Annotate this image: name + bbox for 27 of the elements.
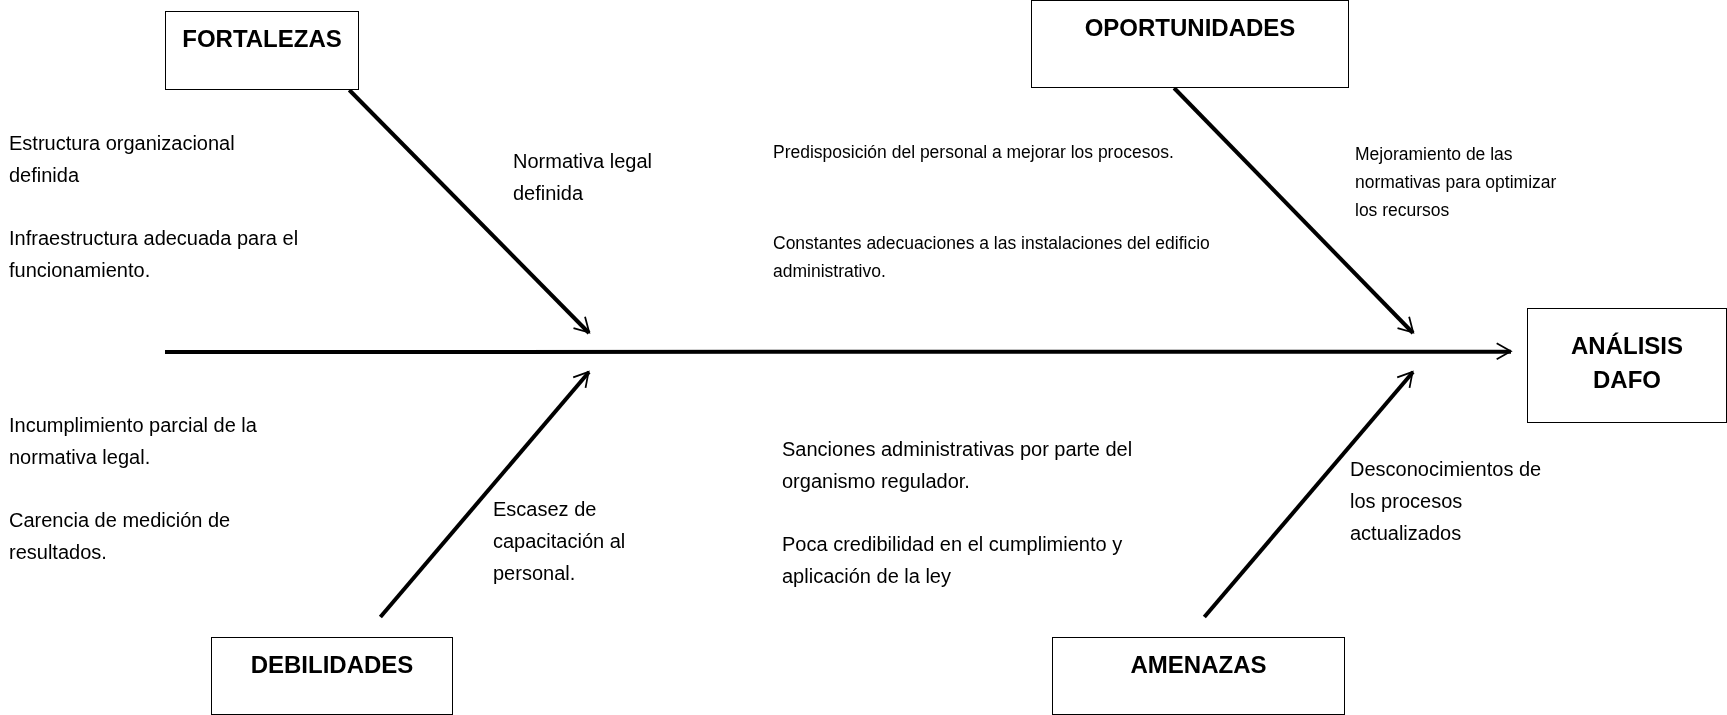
factor-text: Desconocimientos de los procesos actualizados [1350, 457, 1543, 546]
factor-text: Predisposición del personal a mejorar los procesos. [773, 141, 1175, 164]
factor-text: Carencia de medición de resultados. [9, 508, 232, 565]
factor-text: Mejoramiento de las normativas para optimizar los recursos [1355, 143, 1558, 222]
category-title: ANÁLISIS DAFO [1570, 331, 1684, 395]
category-title: DEBILIDADES [249, 650, 415, 680]
category-title: OPORTUNIDADES [1083, 13, 1297, 43]
factor-text: Poca credibilidad en el cumplimiento y aplicación de la ley [782, 532, 1124, 589]
factor-text: Constantes adecuaciones a las instalaciones del edificio administrativo. [773, 232, 1211, 283]
factor-text: Estructura organizacional definida [9, 131, 236, 188]
arrow [1172, 86, 1415, 335]
category-box [211, 637, 453, 715]
factor-text: Incumplimiento parcial de la normativa legal. [9, 413, 258, 470]
arrow [347, 88, 591, 335]
category-box [165, 11, 359, 90]
category-box [1052, 637, 1345, 715]
factor-text: Escasez de capacitación al personal. [493, 497, 627, 586]
category-title: AMENAZAS [1129, 650, 1268, 680]
arrow [378, 370, 591, 619]
arrow [1202, 370, 1415, 619]
category-box [1527, 308, 1727, 423]
factor-text: Infraestructura adecuada para el funcionamiento. [9, 226, 300, 283]
category-box [1031, 0, 1349, 88]
factor-text: Normativa legal definida [513, 149, 653, 206]
factor-text: Sanciones administrativas por parte del organismo regulador. [782, 437, 1134, 494]
category-title: FORTALEZAS [181, 24, 343, 54]
arrow [165, 342, 1512, 361]
